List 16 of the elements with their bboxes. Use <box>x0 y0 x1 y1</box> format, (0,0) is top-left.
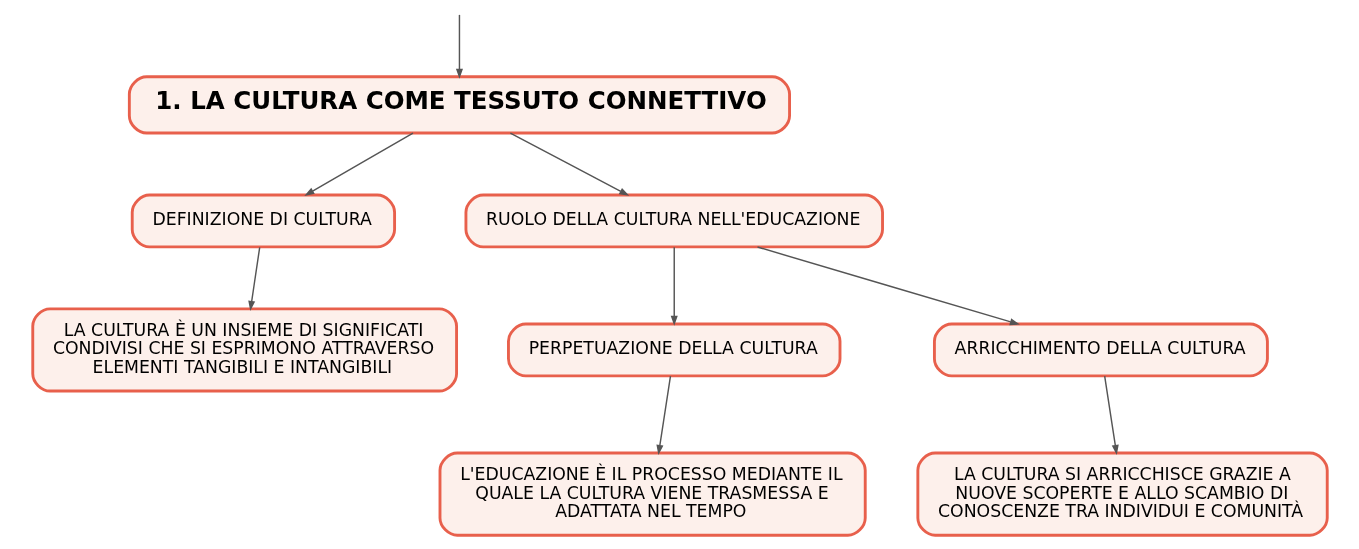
node-box: LA CULTURA È UN INSIEME DI SIGNIFICATI CONDIVISI CHE SI ESPRIMONO ATTRAVERSO ELEMENTI TANGIBILI E INTANGIBILI <box>30 307 458 393</box>
arrow <box>303 132 414 196</box>
arrow <box>655 375 671 456</box>
node-box: L'EDUCAZIONE È IL PROCESSO MEDIANTE IL QUALE LA CULTURA VIENE TRASMESSA E ADATTATA NEL TEMPO <box>438 451 867 537</box>
node-box: RUOLO DELLA CULTURA NELL'EDUCAZIONE <box>464 193 884 249</box>
node-box: ARRICCHIMENTO DELLA CULTURA <box>932 322 1269 378</box>
node-box: LA CULTURA SI ARRICCHISCE GRAZIE A NUOVE SCOPERTE E ALLO SCAMBIO DI CONOSCENZE TRA INDIVIDUI E COMUNITÀ <box>915 451 1329 537</box>
node-box: DEFINIZIONE DI CULTURA <box>130 193 396 249</box>
arrow <box>509 132 629 196</box>
node-box: PERPETUAZIONE DELLA CULTURA <box>506 322 841 378</box>
arrow <box>247 246 260 311</box>
arrow <box>1103 375 1119 456</box>
arrow <box>756 246 1020 326</box>
node-box: 1. LA CULTURA COME TESSUTO CONNETTIVO <box>127 75 791 135</box>
arrow <box>455 14 463 79</box>
arrow <box>670 246 678 326</box>
